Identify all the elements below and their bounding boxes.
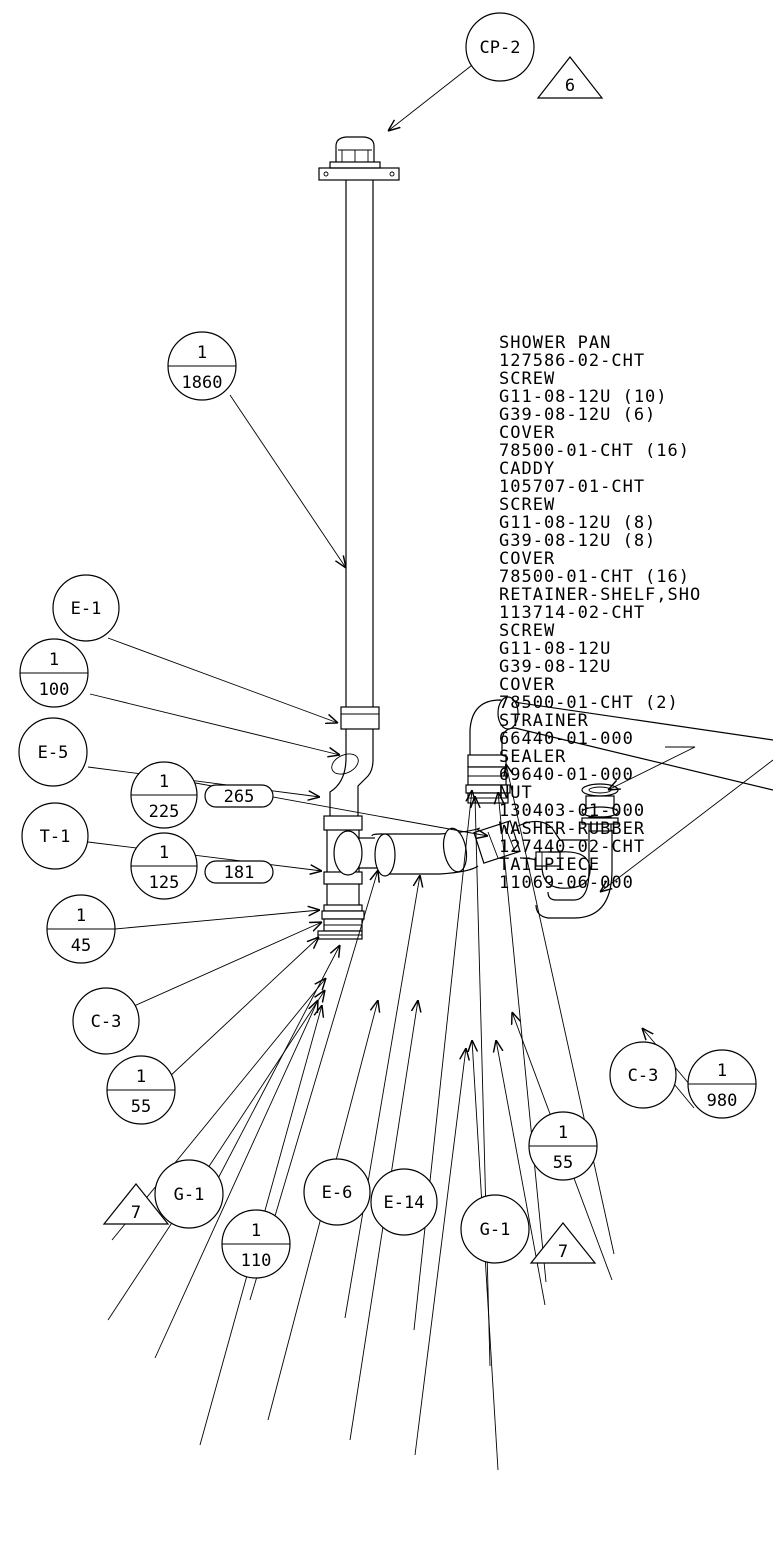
note-line: SCREW [499,369,555,389]
revision-number: 6 [565,76,575,96]
note-line: CADDY [499,459,555,479]
note-line: STRAINER [499,711,589,731]
callout-c-3-left[interactable]: C-3 [72,987,140,1055]
note-line: NUT [499,783,533,803]
note-line: G39-08-12U (6) [499,405,656,425]
tag-181: 181 [204,860,274,884]
callout-label: E-5 [38,743,69,763]
offpage-leader [600,759,773,892]
callout-length-1860[interactable]: 1 1860 [167,331,237,401]
callout-label: CP-2 [480,38,521,58]
fraction-den: 225 [149,802,180,822]
note-line: SCREW [499,495,555,515]
callout-label: C-3 [628,1066,659,1086]
note-line: G11-08-12U (8) [499,513,656,533]
note-line: 78500-01-CHT (16) [499,441,690,461]
vent-cap [318,136,400,181]
fraction-num: 1 [136,1067,146,1087]
note-line: COVER [499,549,555,569]
strainer-assembly [581,783,619,832]
fraction-num: 1 [197,343,207,363]
callout-label: G-1 [480,1220,511,1240]
callout-cp-2[interactable]: CP-2 [465,12,535,82]
callout-c-3-right[interactable]: C-3 [609,1041,677,1109]
callout-e-1[interactable]: E-1 [52,574,120,642]
callout-e-6[interactable]: E-6 [303,1158,371,1226]
fraction-num: 1 [558,1123,568,1143]
tag-label: 181 [224,863,255,883]
revision-triangle-bottom-right: 7 [529,1222,597,1264]
callout-length-55-right[interactable]: 1 55 [528,1111,598,1181]
fraction-num: 1 [717,1061,727,1081]
callout-label: E-1 [71,599,102,619]
callout-length-980[interactable]: 1 980 [687,1049,757,1119]
callout-t-1[interactable]: T-1 [21,802,89,870]
callout-g-1-right[interactable]: G-1 [460,1194,530,1264]
note-line: SHOWER PAN [499,333,611,353]
note-line: SCREW [499,621,555,641]
note-line: 66440-01-000 [499,729,634,749]
callout-label: T-1 [40,827,71,847]
tailpiece-leader [608,746,696,790]
revision-number: 7 [131,1203,141,1223]
callout-length-100[interactable]: 1 100 [19,638,89,708]
note-line: 127440-02-CHT [499,837,645,857]
revision-triangle-bottom-left: 7 [102,1183,170,1225]
leader-lines [87,61,691,1367]
note-line: G39-08-12U [499,657,611,677]
fraction-den: 45 [71,936,91,956]
callout-label: E-14 [384,1193,425,1213]
note-line: 130403-01-000 [499,801,645,821]
tag-label: 265 [224,787,255,807]
note-line: 78500-01-CHT (16) [499,567,690,587]
revision-number: 7 [558,1242,568,1262]
callout-e-5[interactable]: E-5 [18,717,88,787]
callout-length-225[interactable]: 1 225 [130,761,198,829]
note-line: G11-08-12U [499,639,611,659]
fraction-den: 55 [131,1097,151,1117]
tag-265: 265 [204,784,274,808]
note-line: 69640-01-000 [499,765,634,785]
callout-label: C-3 [91,1012,122,1032]
fraction-den: 55 [553,1153,573,1173]
fraction-num: 1 [159,772,169,792]
fraction-den: 1860 [182,373,223,393]
fraction-den: 980 [707,1091,738,1111]
horizontal-drain-pipe [333,820,613,919]
note-line: RETAINER-SHELF,SHO [499,585,701,605]
fraction-num: 1 [251,1221,261,1241]
note-line: SEALER [499,747,566,767]
fraction-den: 110 [241,1251,272,1271]
fraction-num: 1 [49,650,59,670]
vent-pipe [340,180,380,730]
callout-length-55-left[interactable]: 1 55 [106,1055,176,1125]
fraction-num: 1 [159,843,169,863]
callout-length-125[interactable]: 1 125 [130,832,198,900]
callout-length-110[interactable]: 1 110 [221,1209,291,1279]
note-line: G39-08-12U (8) [499,531,656,551]
revision-triangle-top: 6 [536,56,604,99]
fraction-den: 125 [149,873,180,893]
note-line: WASHER-RUBBER [499,819,645,839]
note-line: COVER [499,423,555,443]
callout-g-1-left[interactable]: G-1 [154,1159,224,1229]
note-line: 113714-02-CHT [499,603,645,623]
note-line: 105707-01-CHT [499,477,645,497]
callout-e-14[interactable]: E-14 [370,1168,438,1236]
fraction-num: 1 [76,906,86,926]
left-drain-assembly [317,729,380,940]
note-line: 78500-01-CHT (2) [499,693,679,713]
callout-label: E-6 [322,1183,353,1203]
parts-notes: SHOWER PAN 127586-02-CHT SCREW G11-08-12… [499,333,701,893]
right-drain-assembly [465,696,773,804]
callout-length-45[interactable]: 1 45 [46,894,116,964]
note-line: 127586-02-CHT [499,351,645,371]
note-line: COVER [499,675,555,695]
note-line: G11-08-12U (10) [499,387,668,407]
callout-label: G-1 [174,1185,205,1205]
fraction-den: 100 [39,680,70,700]
note-line: 11069-06-000 [499,873,634,893]
note-line: TAILPIECE [499,855,600,875]
